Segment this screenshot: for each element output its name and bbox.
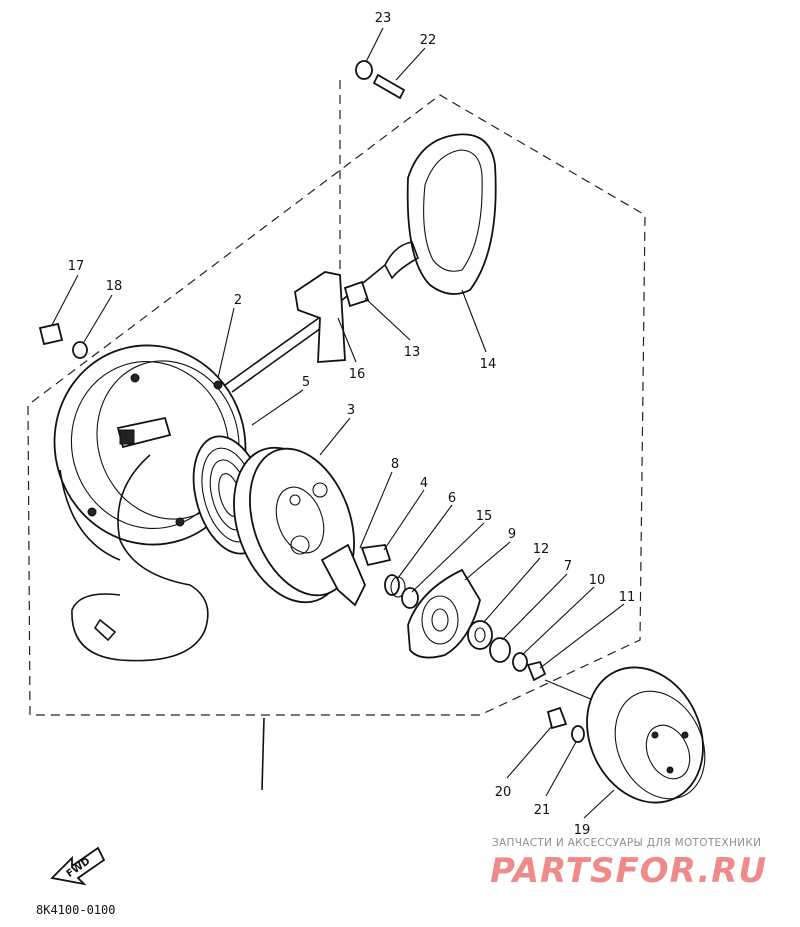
callout-3: 3 xyxy=(347,403,355,418)
watermark-brand: PARTSFOR.RU xyxy=(490,851,767,891)
callout-23: 23 xyxy=(375,11,392,26)
callout-8: 8 xyxy=(391,457,399,472)
callout-5: 5 xyxy=(302,375,310,390)
washer-23-part xyxy=(355,60,373,80)
washer-12-part xyxy=(467,620,493,650)
washer-18-part xyxy=(72,341,88,359)
drive-pawl-part xyxy=(320,543,366,607)
callout-6: 6 xyxy=(448,491,456,506)
rope-guide-part xyxy=(343,280,370,308)
bolt-17-part xyxy=(38,322,64,346)
washer-21-part xyxy=(571,725,585,743)
washer-15-part xyxy=(401,587,419,609)
fwd-arrow-icon: FWD xyxy=(50,846,106,886)
bolt-20-part xyxy=(546,706,568,730)
callout-19: 19 xyxy=(574,823,591,838)
callout-2: 2 xyxy=(234,293,242,308)
callout-17: 17 xyxy=(68,259,85,274)
callout-18: 18 xyxy=(106,279,123,294)
bolt-22-part xyxy=(372,73,406,100)
washer-7-part xyxy=(489,637,511,663)
watermark-caption: ЗАПЧАСТИ И АКСЕССУАРЫ ДЛЯ МОТОТЕХНИКИ xyxy=(492,837,761,849)
friction-plate-part xyxy=(407,568,481,659)
callout-11: 11 xyxy=(619,590,636,605)
starter-cup-part xyxy=(586,666,706,804)
drawing-code: 8K4100-0100 xyxy=(36,903,115,917)
callout-leaders xyxy=(51,27,625,819)
guide-bracket-part xyxy=(294,271,346,363)
nut-11-part xyxy=(526,660,547,682)
callout-7: 7 xyxy=(564,559,572,574)
friction-spring-part xyxy=(384,574,406,598)
callout-21: 21 xyxy=(534,803,551,818)
callout-14: 14 xyxy=(480,357,497,372)
callout-13: 13 xyxy=(404,345,421,360)
washer-10-part xyxy=(512,652,528,672)
callout-22: 22 xyxy=(420,33,437,48)
callout-9: 9 xyxy=(508,527,516,542)
starter-handle-part xyxy=(384,133,497,295)
callout-20: 20 xyxy=(495,785,512,800)
callout-4: 4 xyxy=(420,476,428,491)
pawl-spring-part xyxy=(360,544,392,567)
callout-15: 15 xyxy=(476,509,493,524)
stop-switch-wire xyxy=(71,454,209,662)
callout-12: 12 xyxy=(533,542,550,557)
callout-10: 10 xyxy=(589,573,606,588)
callout-16: 16 xyxy=(349,367,366,382)
assembly-reference-line xyxy=(261,717,265,791)
